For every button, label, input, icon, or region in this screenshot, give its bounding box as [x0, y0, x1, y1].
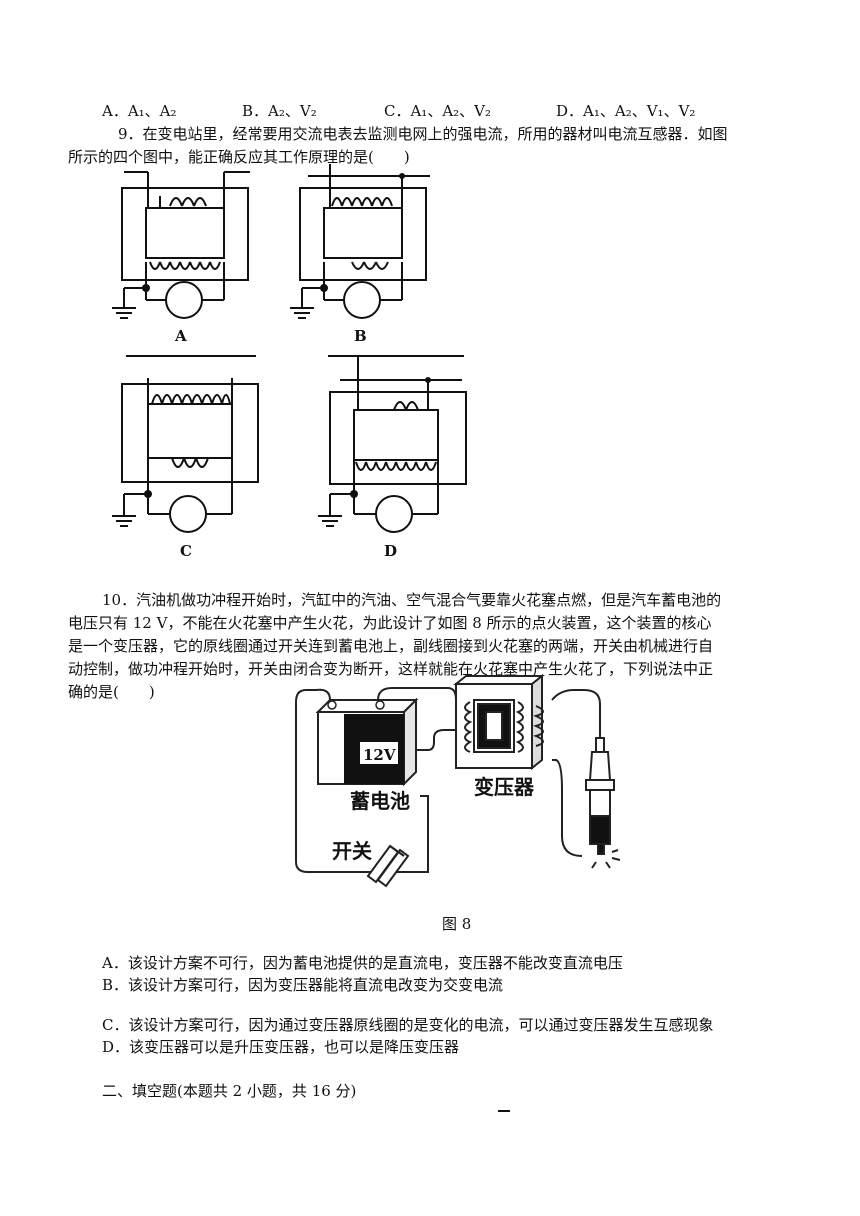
- q10-text-line5: 确的是( ): [68, 683, 155, 701]
- battery-label: 蓄电池: [350, 789, 410, 813]
- switch-label: 开关: [332, 839, 372, 863]
- q8-option-b: B．A₂、V₂: [242, 102, 317, 120]
- q10-option-c: C．该设计方案可行，因为通过变压器原线圈的是变化的电流，可以通过变压器发生互感现…: [102, 1016, 714, 1034]
- q9-text-line1: 9．在变电站里，经常要用交流电表去监测电网上的强电流，所用的器材叫电流互感器．如…: [118, 125, 728, 143]
- spark-plug-icon: [585, 737, 621, 869]
- q10-text-line4: 动控制，做功冲程开始时，开关由闭合变为断开，这样就能在火花塞中产生火花了，下列说…: [68, 660, 714, 678]
- ammeter-icon: [165, 281, 203, 319]
- figure-a-label: A: [174, 327, 187, 345]
- figure-d-label: D: [384, 542, 397, 560]
- figure-a: [112, 171, 250, 319]
- figure-c-label: C: [180, 542, 192, 560]
- transformer-icon: [453, 673, 545, 771]
- q10-text-line3: 是一个变压器，它的原线圈通过开关连到蓄电池上，副线圈接到火花塞的两端，开关由机械…: [68, 637, 714, 655]
- switch-icon: [366, 844, 410, 888]
- page-mark: [498, 1110, 510, 1112]
- figure-8-caption: 图 8: [442, 915, 472, 933]
- ammeter-icon: [343, 281, 381, 319]
- q8-option-c: C．A₁、A₂、V₂: [384, 102, 492, 120]
- ammeter-icon: [375, 495, 413, 533]
- q10-option-b: B．该设计方案可行，因为变压器能将直流电改变为交变电流: [102, 976, 504, 994]
- q10-text-line1: 10．汽油机做功冲程开始时，汽缸中的汽油、空气混合气要靠火花塞点燃，但是汽车蓄电…: [102, 591, 722, 609]
- figure-d: [318, 355, 467, 533]
- q9-text-line2: 所示的四个图中，能正确反应其工作原理的是( ): [68, 148, 410, 166]
- figure-c: [112, 355, 259, 533]
- q10-option-d: D．该变压器可以是升压变压器，也可以是降压变压器: [102, 1038, 460, 1056]
- battery-voltage-label: 12V: [363, 746, 396, 764]
- figure-b: [290, 164, 430, 319]
- figure-b-label: B: [354, 327, 367, 345]
- q8-option-a: A．A₁、A₂: [102, 102, 177, 120]
- q10-text-line2: 电压只有 12 V，不能在火花塞中产生火花，为此设计了如图 8 所示的点火装置，…: [68, 614, 712, 632]
- transformer-label: 变压器: [474, 775, 535, 799]
- q8-option-d: D．A₁、A₂、V₁、V₂: [556, 102, 696, 120]
- ammeter-icon: [169, 495, 207, 533]
- battery-icon: [315, 697, 419, 787]
- section-2-heading: 二、填空题(本题共 2 小题，共 16 分): [102, 1082, 357, 1100]
- q10-option-a: A．该设计方案不可行，因为蓄电池提供的是直流电，变压器不能改变直流电压: [102, 954, 623, 972]
